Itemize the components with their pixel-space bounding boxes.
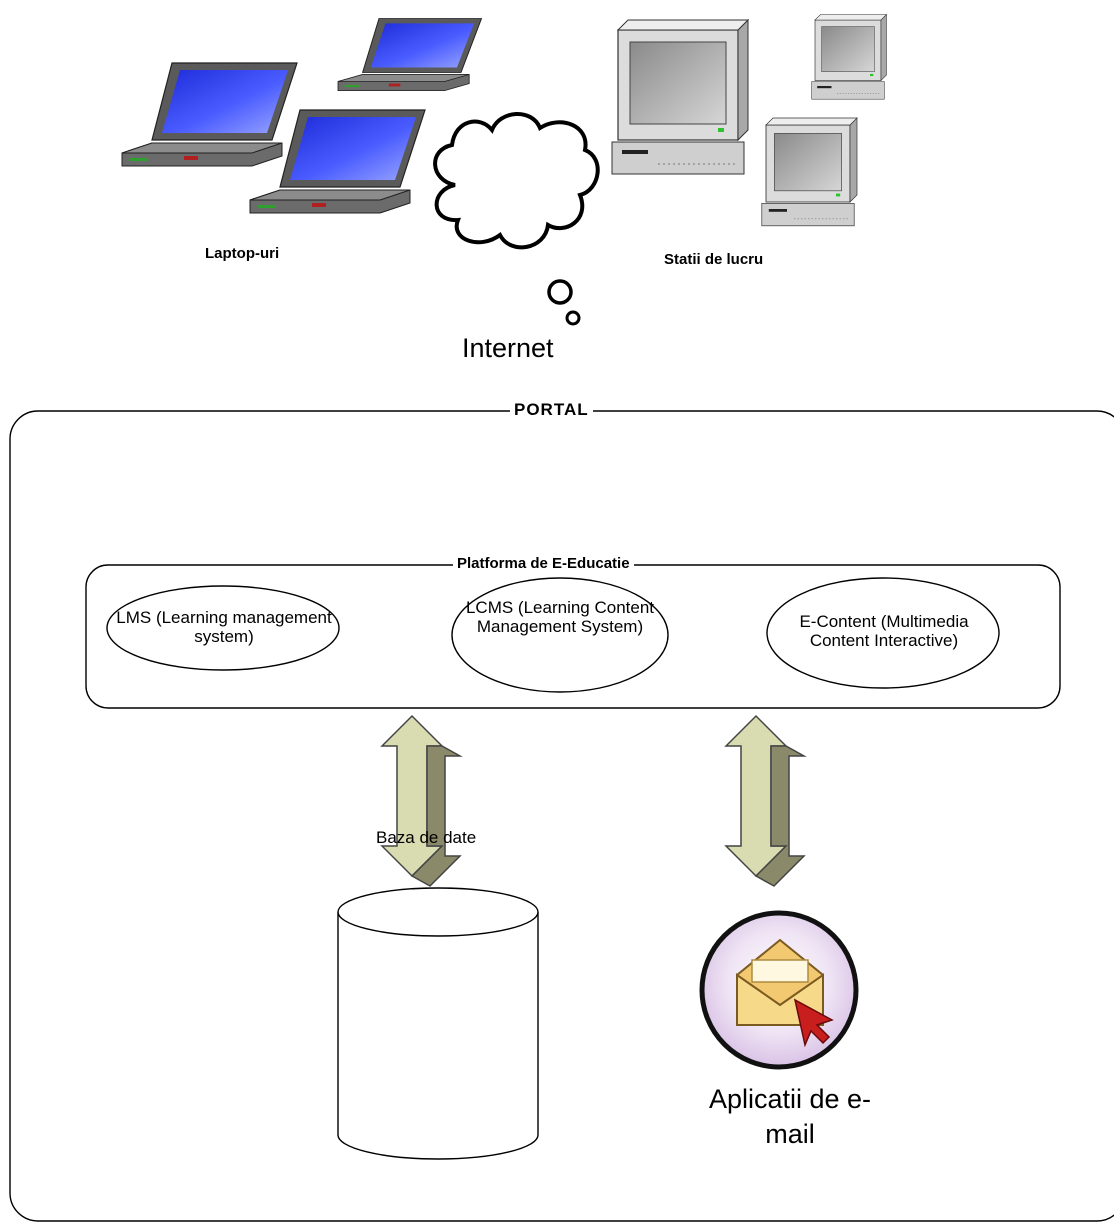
database-label: Baza de date	[376, 828, 477, 847]
laptops-label: Laptop-uri	[205, 245, 280, 262]
portal-title: PORTAL	[510, 400, 593, 420]
lcms-ellipse	[451, 577, 669, 693]
laptop-icon	[121, 62, 298, 167]
portal-frame	[9, 410, 1114, 1222]
lms-module-label: LMS (Learning management system)	[116, 608, 332, 646]
email-envelope-icon	[699, 910, 859, 1070]
email-apps-label: Aplicatii de e-mail	[708, 1084, 872, 1149]
database-cylinder-icon	[337, 887, 539, 1160]
internet-label: Internet	[462, 333, 554, 363]
desktop-computer-icon	[611, 19, 749, 175]
database-link-arrow	[381, 715, 461, 887]
cloud-icon	[433, 112, 600, 326]
platform-title: Platforma de E-Educatie	[453, 555, 634, 572]
workstations-label: Statii de lucru	[664, 251, 764, 268]
desktop-computer-icon	[761, 117, 858, 227]
econtent-ellipse	[766, 577, 1000, 689]
lms-ellipse	[106, 585, 340, 671]
lcms-module-label: LCMS (Learning Content Management System…	[465, 598, 655, 636]
econtent-module-label: E-Content (Multimedia Content Interactiv…	[799, 612, 969, 650]
desktop-computer-icon	[811, 14, 887, 100]
laptop-icon	[337, 18, 482, 92]
email-link-arrow	[725, 715, 805, 887]
